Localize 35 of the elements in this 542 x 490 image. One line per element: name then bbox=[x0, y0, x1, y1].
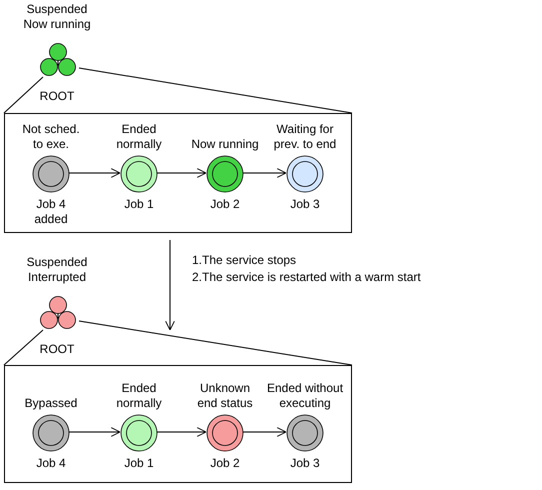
step-note: 2.The service is restarted with a warm start bbox=[192, 270, 421, 284]
job-panel bbox=[4, 365, 352, 483]
status-label: Suspended Now running bbox=[22, 2, 92, 32]
zoom-line bbox=[78, 320, 352, 366]
job-name: Job 4 added bbox=[33, 197, 69, 227]
job-status-label: Ended normally bbox=[115, 121, 163, 152]
job-status-label: Waiting for prev. to end bbox=[272, 121, 338, 152]
status-label: Suspended Interrupted bbox=[26, 255, 88, 285]
arrow bbox=[68, 427, 120, 437]
job-status-label: Ended normally bbox=[115, 380, 163, 411]
zoom-line bbox=[4, 76, 44, 114]
job-status-label: Bypassed bbox=[24, 395, 78, 411]
job-status-label: Not sched. to exe. bbox=[21, 121, 81, 152]
arrow bbox=[165, 240, 175, 330]
job-status-label: Unknown end status bbox=[196, 380, 254, 411]
arrow bbox=[242, 427, 286, 437]
arrow bbox=[156, 427, 206, 437]
job-name: Job 1 bbox=[123, 197, 155, 212]
job-status-label: Ended without executing bbox=[266, 380, 344, 411]
job-name: Job 3 bbox=[289, 456, 321, 471]
job-panel bbox=[4, 113, 352, 233]
job-name: Job 2 bbox=[209, 197, 241, 212]
jobnet-name: ROOT bbox=[38, 342, 76, 357]
job-name: Job 2 bbox=[209, 456, 241, 471]
jobnet-name: ROOT bbox=[38, 89, 76, 104]
arrow bbox=[156, 168, 206, 178]
job-name: Job 1 bbox=[123, 456, 155, 471]
job-name: Job 4 bbox=[35, 456, 67, 471]
arrow bbox=[68, 168, 120, 178]
job-status-label: Now running bbox=[190, 136, 260, 152]
job-name: Job 3 bbox=[289, 197, 321, 212]
zoom-line bbox=[78, 68, 352, 114]
arrow bbox=[242, 168, 286, 178]
step-note: 1.The service stops bbox=[192, 253, 296, 267]
zoom-line bbox=[4, 330, 44, 366]
